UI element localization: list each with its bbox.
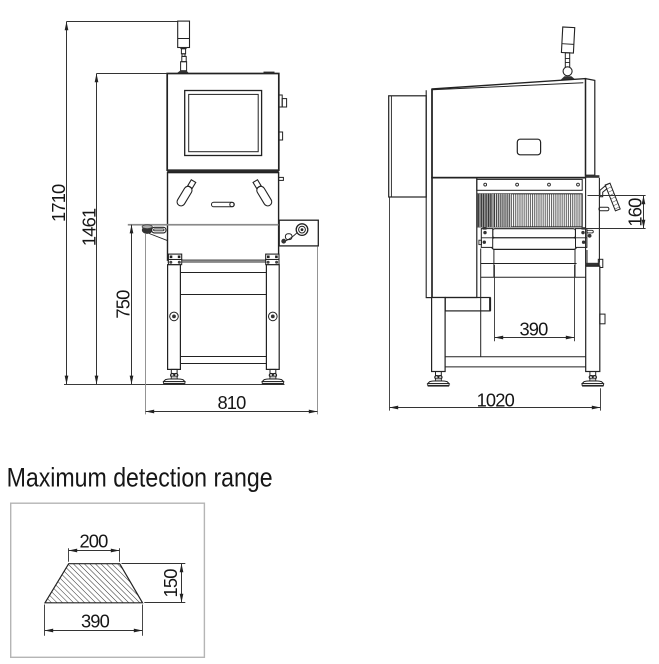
svg-text:150: 150 xyxy=(160,569,181,598)
svg-text:1710: 1710 xyxy=(48,184,69,222)
svg-text:390: 390 xyxy=(81,611,110,632)
svg-text:160: 160 xyxy=(625,198,646,227)
svg-text:390: 390 xyxy=(519,318,548,339)
svg-text:200: 200 xyxy=(79,530,108,551)
svg-text:1461: 1461 xyxy=(78,208,99,246)
svg-text:Maximum detection range: Maximum detection range xyxy=(7,463,273,493)
svg-text:750: 750 xyxy=(113,290,134,319)
svg-text:1020: 1020 xyxy=(477,389,515,410)
svg-text:810: 810 xyxy=(217,392,246,413)
